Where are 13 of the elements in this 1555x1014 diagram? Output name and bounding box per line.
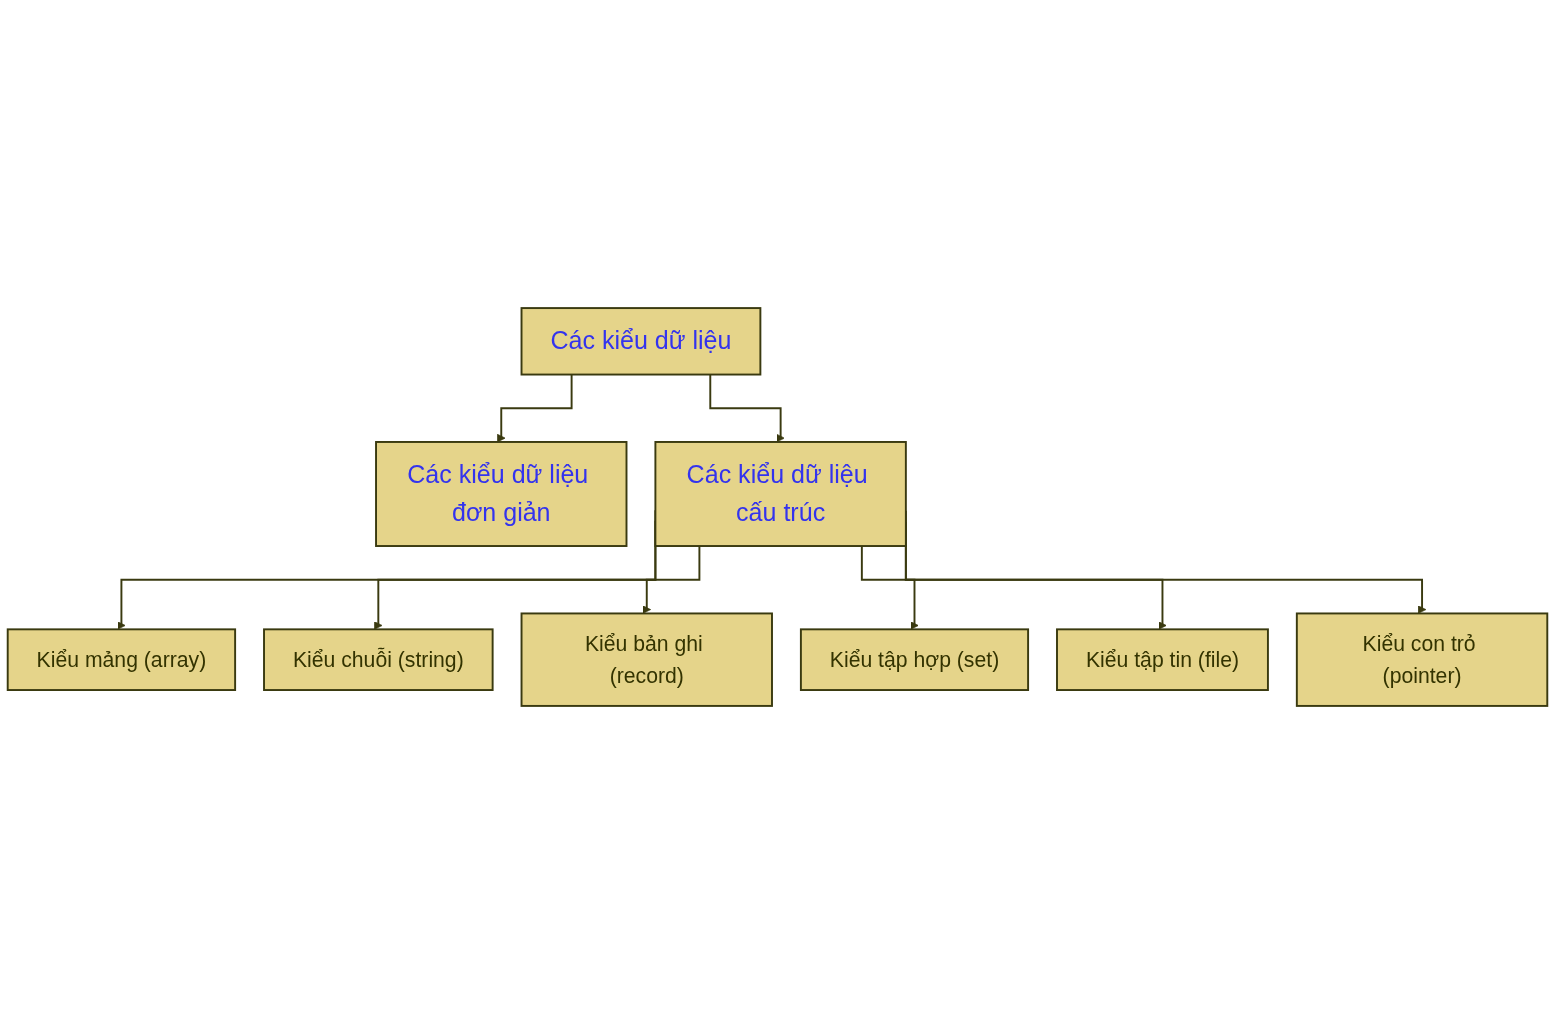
node-box: Kiểu chuỗi (string) bbox=[263, 628, 494, 691]
node-box: Các kiểu dữ liệu cấu trúc bbox=[654, 441, 907, 547]
node-box: Kiểu tập hợp (set) bbox=[799, 628, 1030, 691]
arrow bbox=[497, 373, 573, 443]
node-box: Kiểu con trỏ (pointer) bbox=[1295, 612, 1549, 707]
arrow bbox=[642, 545, 701, 614]
node-box: Kiểu tập tin (file) bbox=[1056, 628, 1269, 691]
arrow bbox=[709, 373, 785, 443]
node-box: Kiểu mảng (array) bbox=[6, 628, 237, 691]
node-box: Kiểu bản ghi (record) bbox=[520, 612, 773, 707]
arrow bbox=[860, 545, 919, 630]
node-box: Các kiểu dữ liệu đơn giản bbox=[375, 441, 628, 547]
node-box: Các kiểu dữ liệu bbox=[520, 307, 762, 376]
